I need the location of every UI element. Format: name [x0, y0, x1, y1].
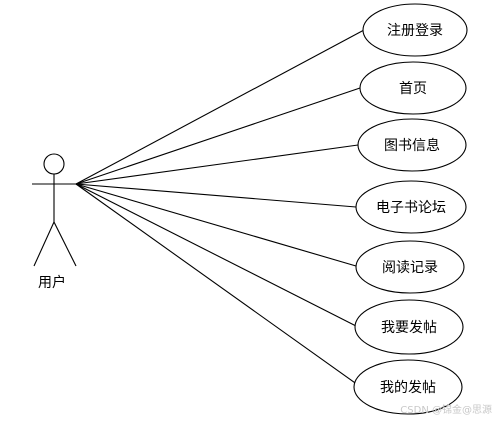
actor-left-leg — [33, 221, 55, 267]
use-case-ebook-forum: 电子书论坛 — [355, 180, 467, 234]
use-case-home: 首页 — [359, 61, 467, 115]
use-case-create-post: 我要发帖 — [354, 299, 464, 355]
use-case-ellipse — [355, 180, 467, 234]
actor-right-leg — [53, 221, 77, 267]
association-line-my-posts — [75, 183, 359, 386]
use-case-label: 我的发帖 — [380, 380, 436, 396]
association-line-ebook-forum — [75, 183, 357, 208]
watermark-text: CSDN @锦金@思源 — [400, 403, 492, 416]
use-case-label: 注册登录 — [387, 23, 443, 39]
use-case-ellipse — [355, 240, 465, 294]
use-case-ellipse — [354, 299, 464, 355]
use-case-my-posts: 我的发帖 — [353, 359, 463, 415]
use-case-label: 图书信息 — [384, 137, 440, 154]
use-case-label: 首页 — [399, 81, 427, 97]
use-case-book-info: 图书信息 — [357, 118, 467, 172]
use-case-ellipse — [353, 359, 463, 415]
association-line-reading-record — [75, 183, 357, 267]
use-case-ellipse — [362, 3, 468, 57]
use-case-reading-record: 阅读记录 — [355, 240, 465, 294]
use-case-ellipse — [359, 61, 467, 115]
use-case-label: 电子书论坛 — [376, 200, 446, 216]
association-line-home — [75, 87, 361, 185]
use-case-register-login: 注册登录 — [362, 3, 468, 57]
actor-user: 用户 — [32, 153, 77, 291]
use-case-ellipse — [357, 118, 467, 172]
association-line-create-post — [75, 183, 357, 327]
use-case-label: 我要发帖 — [381, 320, 437, 336]
association-line-register-login — [75, 29, 365, 185]
association-lines — [75, 29, 365, 386]
actor-label: 用户 — [38, 274, 66, 291]
association-line-book-info — [75, 144, 359, 185]
use-case-label: 阅读记录 — [382, 259, 438, 276]
actor-head — [43, 153, 65, 175]
